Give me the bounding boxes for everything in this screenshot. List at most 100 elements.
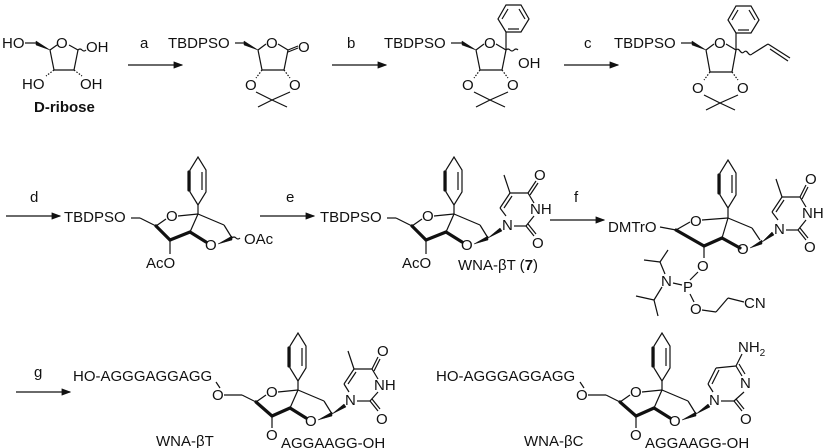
bond: [733, 400, 743, 412]
atom-label: O: [266, 35, 278, 52]
reaction-arrow-a: a: [128, 35, 184, 69]
bond: [675, 221, 691, 231]
atom-label: OH: [80, 76, 103, 93]
bond: [715, 297, 729, 313]
bond: [525, 225, 535, 237]
atom-label: O: [289, 77, 301, 94]
atom-label: O: [630, 427, 642, 444]
bond: [215, 381, 221, 389]
bond: [347, 371, 357, 385]
bond: [799, 196, 807, 208]
bond: [139, 217, 157, 227]
atom-label: O: [266, 427, 278, 444]
hash-bond: [473, 69, 481, 79]
atom-label: OAc: [244, 231, 274, 248]
bond: [49, 49, 55, 71]
atom-label: O: [507, 77, 519, 94]
wedge-bond: [217, 235, 233, 245]
bold-bond: [410, 224, 428, 242]
atom-label: O: [532, 235, 544, 252]
atom-label: O: [714, 35, 726, 52]
bond: [797, 229, 807, 241]
bond: [241, 394, 257, 403]
atom-label: NH: [802, 205, 824, 222]
bond: [495, 43, 507, 51]
bond: [369, 400, 379, 412]
bond: [257, 43, 267, 51]
bond: [715, 365, 737, 369]
wedge-bond: [473, 235, 489, 245]
bond: [619, 394, 631, 403]
bold-bond: [424, 230, 448, 242]
bond: [255, 394, 267, 403]
wedge-bond: [749, 239, 763, 249]
bond: [373, 358, 381, 372]
bond: [257, 99, 273, 108]
bond: [701, 309, 717, 313]
reagent-label: c: [584, 35, 592, 52]
bold-bond: [634, 406, 656, 418]
bond: [475, 49, 481, 71]
bold-bond: [674, 228, 706, 248]
bond: [453, 213, 481, 226]
bond: [527, 192, 535, 204]
bond: [731, 9, 739, 21]
bond: [257, 49, 263, 71]
atom-label: HO: [2, 35, 25, 52]
bond: [499, 192, 511, 209]
bond: [527, 223, 537, 235]
atom-label: O: [630, 384, 642, 401]
bond: [445, 213, 455, 233]
bond: [287, 47, 299, 53]
bold-bond: [254, 400, 274, 418]
bond: [801, 186, 809, 200]
bold-bond: [154, 224, 172, 242]
bond: [271, 91, 291, 101]
compound-diacetate: TBDPSO O O OAc AcO: [64, 155, 274, 272]
wavy-bond: [77, 48, 87, 52]
bond: [323, 400, 333, 415]
reagent-label: a: [140, 35, 149, 52]
bond: [475, 43, 485, 51]
bond: [489, 91, 509, 101]
bond: [297, 389, 325, 402]
compound-name: WNA-βC: [524, 433, 584, 448]
phenyl-ring: [289, 331, 307, 383]
atom-label: O: [377, 343, 389, 360]
bond: [707, 383, 714, 393]
reagent-label: g: [34, 364, 42, 381]
hash-bond: [703, 71, 711, 81]
atom-label: O: [692, 80, 704, 97]
bond: [751, 227, 761, 241]
bond: [707, 367, 717, 385]
compound-oligo-wna-bc: HO-AGGGAGGAGG O O O O AGGAAGG-OH N NH2: [436, 331, 766, 448]
reaction-arrow-b: b: [332, 35, 388, 69]
bond: [371, 356, 379, 370]
bond: [689, 271, 699, 281]
atom-label: N: [709, 392, 720, 409]
atom-label: O: [484, 35, 496, 52]
bond: [775, 199, 785, 213]
wedge-bond: [461, 40, 477, 51]
bold-bond: [188, 230, 208, 244]
bond: [371, 398, 381, 410]
reaction-arrow-d: d: [6, 189, 62, 220]
wavy-bond: [735, 48, 753, 56]
atom-label: O: [205, 237, 217, 254]
sequence-3-prime: AGGAAGG-OH: [281, 435, 385, 448]
bond: [369, 391, 379, 402]
atom-label: O: [376, 411, 388, 428]
bond: [767, 43, 791, 59]
bond: [73, 49, 79, 71]
atom-label: N: [345, 392, 356, 409]
bold-bond: [444, 230, 464, 244]
wedge-bond: [331, 403, 347, 415]
atom-label: O: [804, 239, 816, 256]
bond: [748, 9, 756, 21]
bond: [719, 94, 739, 104]
atom-label: N: [502, 217, 513, 234]
bond: [659, 249, 669, 263]
bond: [733, 391, 745, 402]
bold-bond: [288, 406, 308, 420]
